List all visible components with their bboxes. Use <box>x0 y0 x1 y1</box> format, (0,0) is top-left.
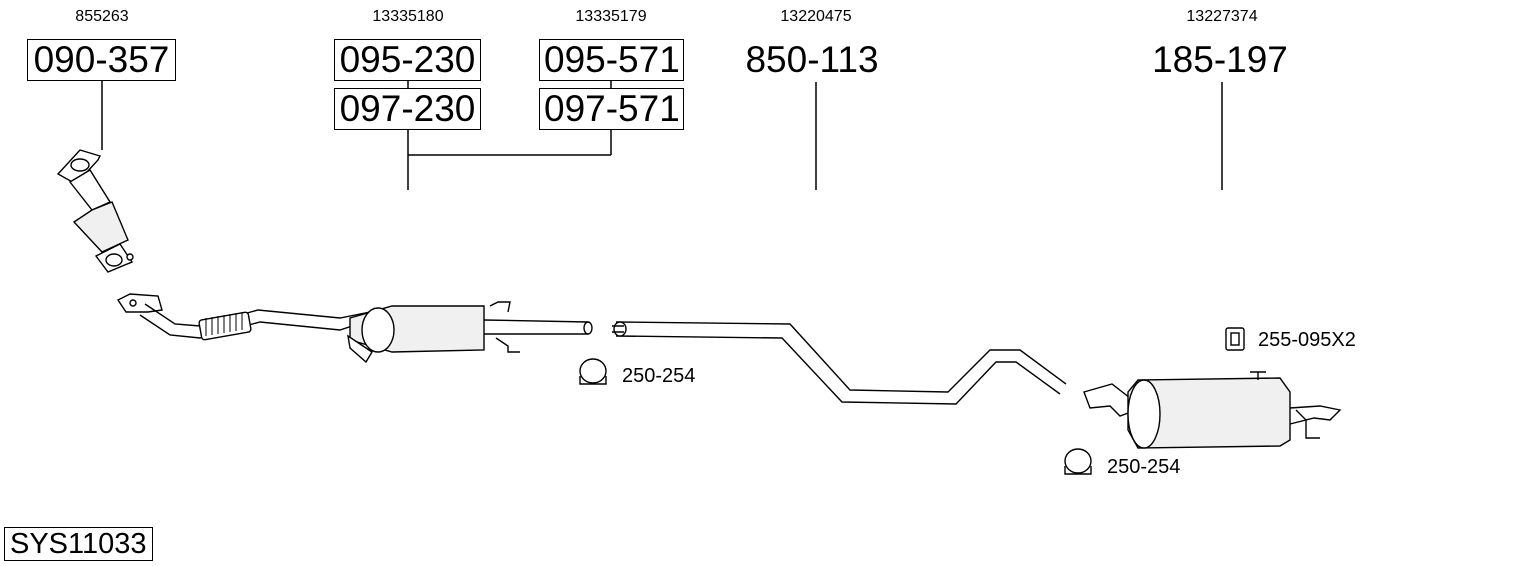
leader-lines <box>101 80 1223 190</box>
part-code-middle-muffler-alt-b[interactable]: 097-571 <box>539 88 684 130</box>
accessory-clamp-label[interactable]: 250-254 <box>622 365 696 387</box>
part-code-middle-muffler-b[interactable]: 097-230 <box>334 88 481 130</box>
oem-number-intermediate-pipe: 13220475 <box>780 8 852 25</box>
oem-number-middle-muffler: 13335180 <box>372 8 444 25</box>
intermediate-pipe <box>612 321 1067 405</box>
oem-number-middle-muffler-alt: 13335179 <box>575 8 647 25</box>
part-code-catalyst[interactable]: 090-357 <box>27 39 176 81</box>
front-pipe <box>116 293 371 341</box>
oem-number-rear-muffler: 13227374 <box>1186 8 1258 25</box>
system-id-badge: SYS11033 <box>4 527 153 561</box>
part-code-middle-muffler-alt[interactable]: 095-571 <box>539 39 684 81</box>
clamp-icon <box>1064 448 1092 475</box>
part-code-rear-muffler[interactable]: 185-197 <box>1152 39 1288 80</box>
part-code-middle-muffler[interactable]: 095-230 <box>334 39 481 81</box>
accessory-clamp-label-rear[interactable]: 250-254 <box>1107 456 1181 478</box>
clamp-icon <box>579 358 607 385</box>
oem-number-catalyst: 855263 <box>75 8 129 25</box>
accessory-rubber-mount-label[interactable]: 255-095X2 <box>1258 329 1356 351</box>
rubber-mount-icon <box>1225 327 1245 351</box>
part-code-intermediate-pipe[interactable]: 850-113 <box>745 39 879 80</box>
catalytic-converter <box>56 149 134 273</box>
middle-muffler <box>347 301 593 364</box>
rear-muffler <box>1083 371 1342 449</box>
